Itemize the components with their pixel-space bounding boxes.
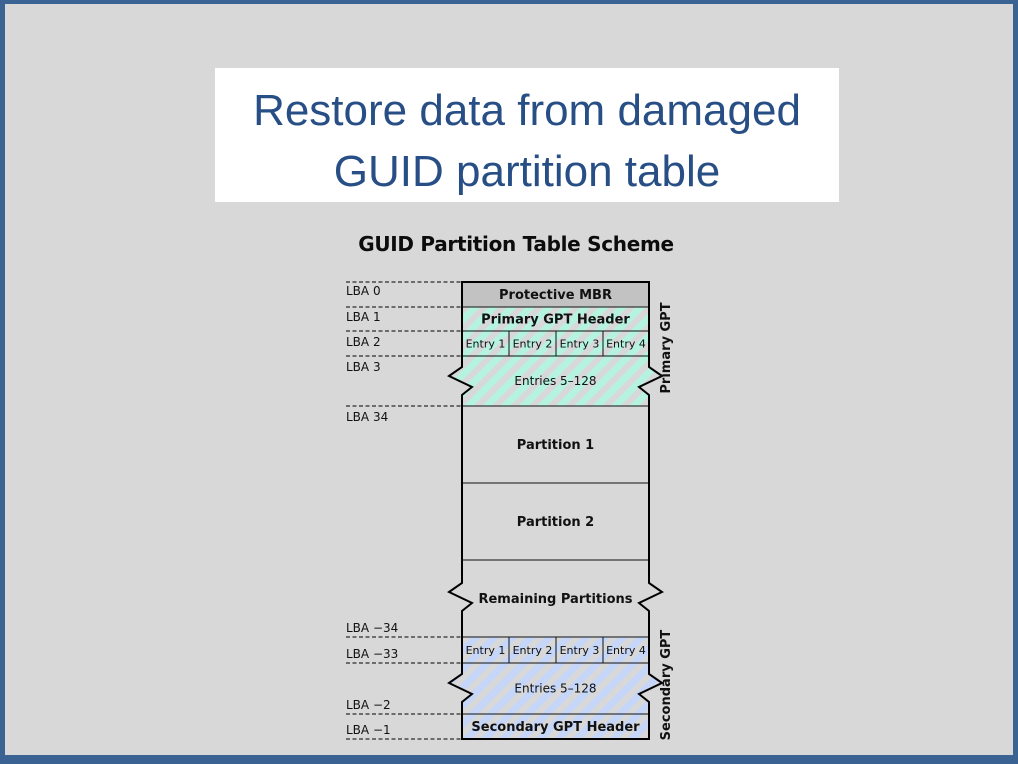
label-entry-1-secondary: Entry 1 [466,644,506,657]
label-partition-2: Partition 2 [517,515,594,530]
lba-label-3: LBA 3 [346,360,381,374]
label-entries-5-128-secondary: Entries 5–128 [514,682,596,696]
lba-label-34: LBA 34 [346,410,388,424]
label-primary-gpt-side: Primary GPT [659,302,674,393]
label-entries-5-128-primary: Entries 5–128 [514,374,596,388]
label-protective-mbr: Protective MBR [499,288,612,303]
lba-dash-lines [346,281,462,740]
lba-label-m33: LBA −33 [346,647,398,661]
gpt-scheme-diagram: LBA 0 LBA 1 LBA 2 LBA 3 LBA 34 LBA −34 L… [340,272,692,754]
lba-labels: LBA 0 LBA 1 LBA 2 LBA 3 LBA 34 LBA −34 L… [346,284,398,737]
lba-label-0: LBA 0 [346,284,381,298]
label-entry-2: Entry 2 [513,338,553,351]
row-separators [462,306,649,715]
diagram-svg: LBA 0 LBA 1 LBA 2 LBA 3 LBA 34 LBA −34 L… [346,281,674,741]
label-entry-3: Entry 3 [560,338,600,351]
label-entry-3-secondary: Entry 3 [560,644,600,657]
label-entry-4: Entry 4 [606,338,646,351]
label-entry-4-secondary: Entry 4 [606,644,646,657]
slide-title-line1: Restore data from damaged [253,86,801,135]
slide-background: Restore data from damaged GUID partition… [5,4,1013,755]
lba-label-1: LBA 1 [346,310,381,324]
label-entry-1: Entry 1 [466,338,506,351]
diagram-title: GUID Partition Table Scheme [358,232,674,256]
lba-label-m1: LBA −1 [346,723,391,737]
label-primary-gpt-header: Primary GPT Header [481,313,630,328]
label-remaining-partitions: Remaining Partitions [478,592,632,607]
lba-label-m2: LBA −2 [346,698,391,712]
label-secondary-gpt-side: Secondary GPT [659,630,674,741]
label-secondary-gpt-header: Secondary GPT Header [471,720,640,735]
slide-title-box: Restore data from damaged GUID partition… [215,68,839,202]
label-entry-2-secondary: Entry 2 [513,644,553,657]
label-partition-1: Partition 1 [517,438,594,453]
lba-label-m34: LBA −34 [346,621,398,635]
lba-label-2: LBA 2 [346,335,381,349]
row-protective-mbr [462,282,649,307]
diagram-outline [447,281,664,740]
slide-title-line2: GUID partition table [333,147,721,196]
